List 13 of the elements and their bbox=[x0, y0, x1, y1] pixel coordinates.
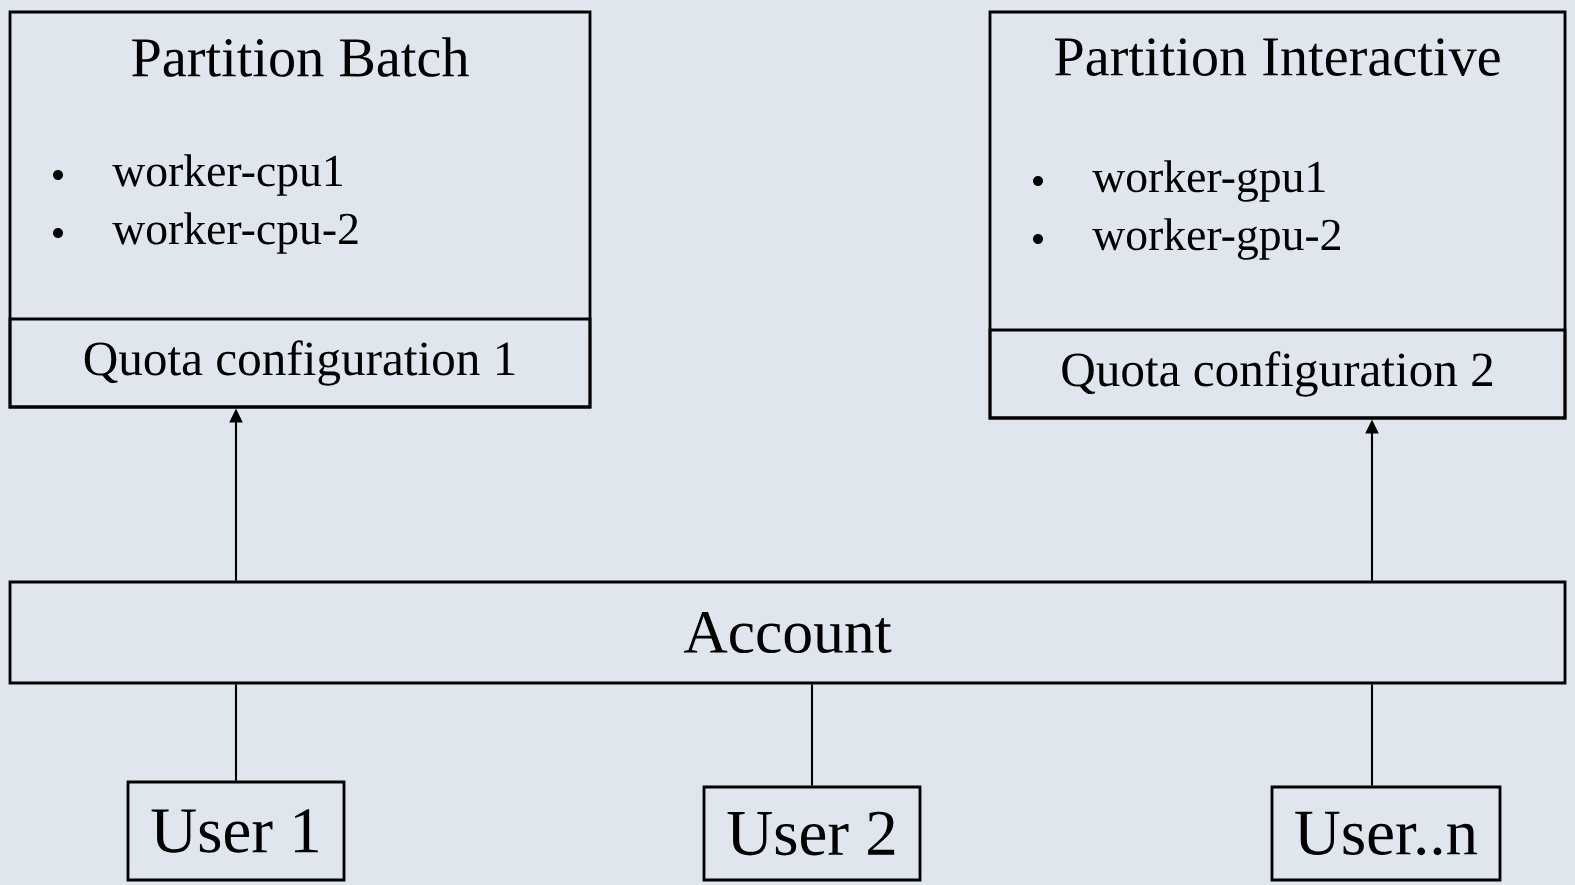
user-box: User 2 bbox=[702, 785, 922, 882]
list-item: worker-gpu1 bbox=[1033, 160, 1325, 202]
quota-band: Quota configuration 1 bbox=[8, 317, 592, 409]
list-item: worker-cpu-2 bbox=[53, 212, 358, 254]
list-item: worker-gpu-2 bbox=[1033, 218, 1340, 260]
list-item: worker-cpu1 bbox=[53, 154, 342, 196]
connector-line bbox=[810, 684, 814, 786]
user-box: User..n bbox=[1270, 785, 1502, 882]
connector-line bbox=[234, 684, 238, 781]
user-box: User 1 bbox=[126, 780, 346, 882]
quota-band: Quota configuration 2 bbox=[988, 328, 1567, 420]
connector-line bbox=[1370, 684, 1374, 786]
account-box: Account bbox=[8, 580, 1567, 685]
